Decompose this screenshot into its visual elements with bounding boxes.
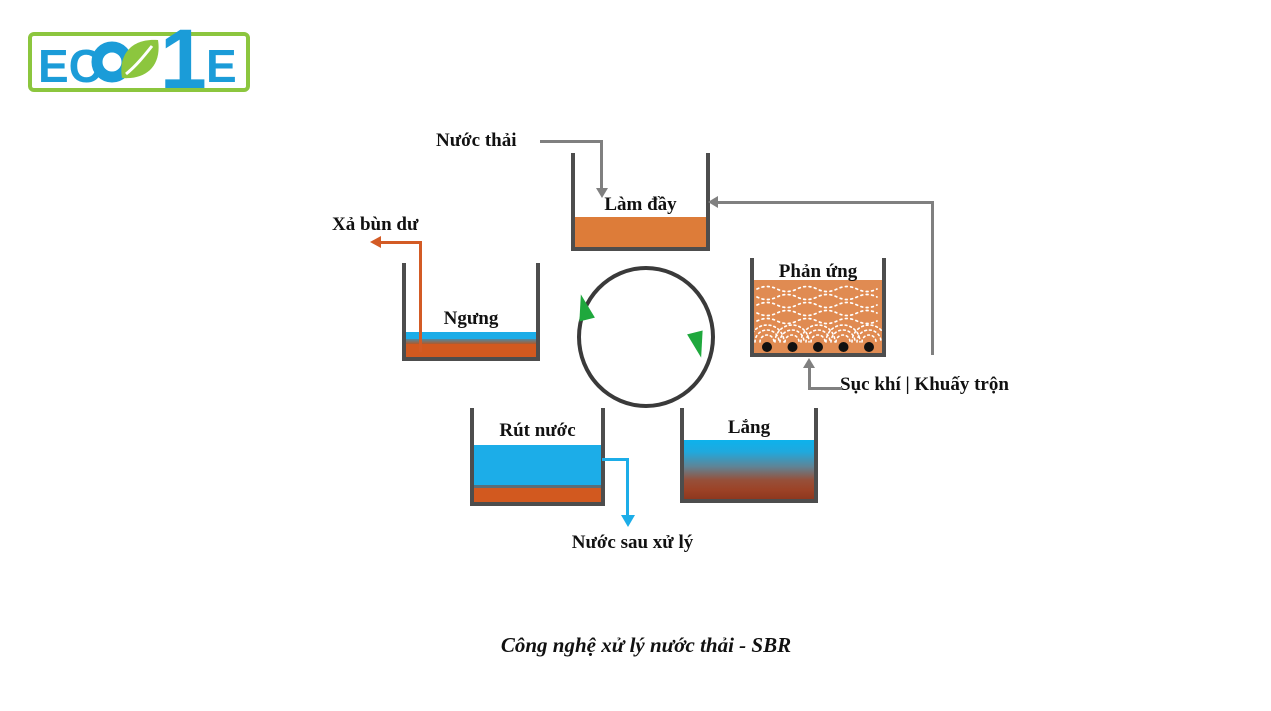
tank-react-liquid bbox=[754, 280, 882, 353]
tank-idle-label: Ngưng bbox=[443, 308, 499, 329]
leaf-vein bbox=[125, 45, 154, 76]
tank-idle-stage: Ngưng bbox=[402, 263, 540, 361]
influent-line-horizontal bbox=[540, 140, 602, 143]
tank-idle-water bbox=[406, 332, 536, 339]
aeration-arrow-icon bbox=[803, 358, 815, 368]
recycle-line-horizontal bbox=[717, 201, 934, 204]
tank-settle-liquid bbox=[684, 440, 814, 499]
diffuser-dots bbox=[762, 342, 874, 352]
influent-label: Nước thải bbox=[436, 130, 517, 151]
diagram-caption: Công nghệ xử lý nước thải - SBR bbox=[500, 633, 792, 657]
tank-settle-label: Lắng bbox=[727, 417, 771, 438]
effluent-arrow-icon bbox=[621, 515, 635, 527]
recycle-arrow-icon bbox=[708, 196, 718, 208]
cycle-circle bbox=[577, 266, 715, 408]
influent-line-vertical bbox=[600, 140, 603, 189]
tank-react-stage: Phản ứng bbox=[750, 258, 886, 357]
aeration-line-vertical bbox=[808, 367, 811, 390]
tank-fill-label: Làm đầy bbox=[604, 194, 677, 215]
aeration-line-horizontal bbox=[810, 387, 842, 390]
sludge-arrow-icon bbox=[370, 236, 381, 248]
tank-decant-sludge bbox=[474, 488, 601, 502]
diffuser-bubble-fans bbox=[754, 324, 882, 343]
logo-digit-one: 1 bbox=[160, 12, 207, 98]
bubble-rows bbox=[756, 285, 878, 325]
tank-fill-liquid bbox=[575, 217, 706, 247]
sludge-line-horizontal bbox=[381, 241, 422, 244]
recycle-line-vertical bbox=[931, 201, 934, 355]
excess-sludge-label: Xả bùn dư bbox=[332, 214, 419, 235]
tank-decant-label: Rút nước bbox=[499, 420, 576, 441]
logo-text-e: E bbox=[206, 40, 237, 92]
influent-arrow-icon bbox=[596, 188, 608, 198]
tank-react-label: Phản ứng bbox=[778, 261, 858, 282]
tank-decant-interface bbox=[474, 485, 601, 488]
ecoone-logo: EC 1 E bbox=[28, 12, 250, 98]
sludge-line-vertical bbox=[419, 241, 422, 352]
tank-decant-stage: Rút nước bbox=[470, 408, 605, 506]
effluent-line-horizontal bbox=[602, 458, 629, 461]
tank-fill-stage: Làm đầy bbox=[571, 153, 710, 251]
effluent-line-vertical bbox=[626, 458, 629, 516]
aeration-mixing-label: Sục khí | Khuấy trộn bbox=[840, 374, 1009, 395]
tank-idle-interface bbox=[406, 339, 536, 344]
tank-decant-water bbox=[474, 445, 601, 485]
treated-water-label: Nước sau xử lý bbox=[571, 532, 694, 553]
logo-text-ec: EC bbox=[38, 40, 102, 92]
tank-settle-stage: Lắng bbox=[680, 408, 818, 503]
tank-idle-sludge bbox=[406, 344, 536, 357]
